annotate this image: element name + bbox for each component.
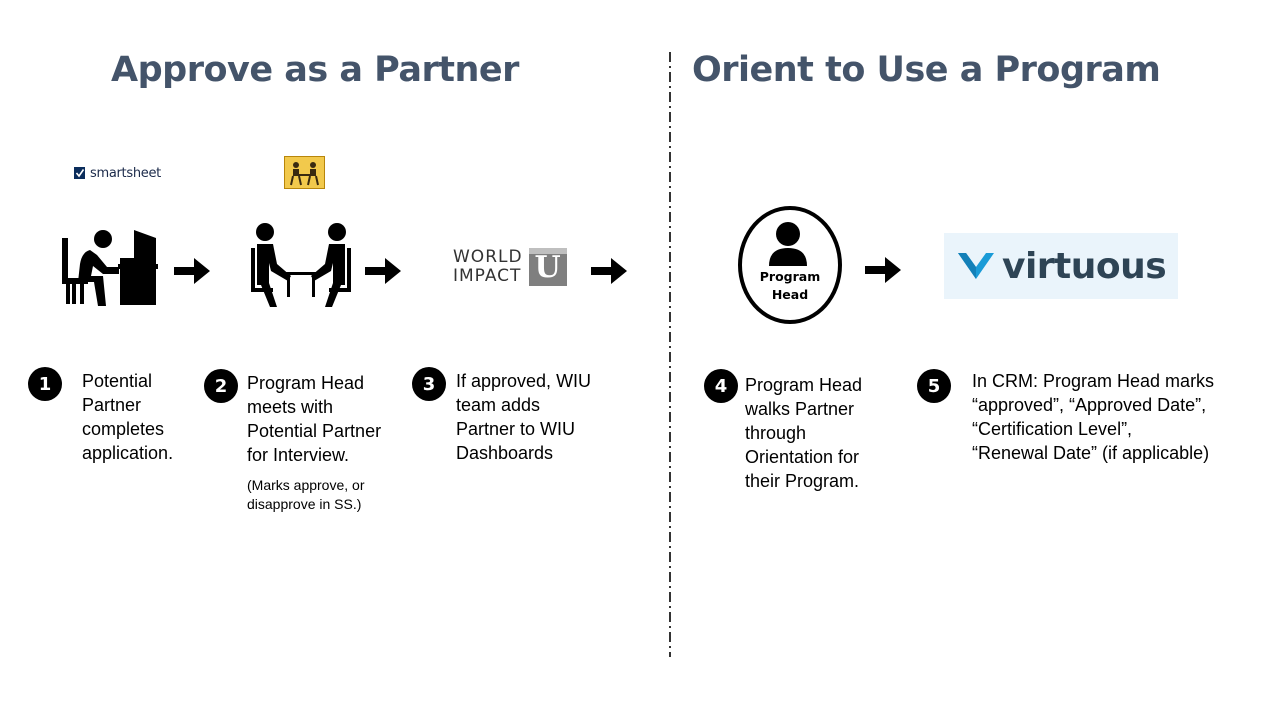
- world-impact-line2: IMPACT: [453, 266, 522, 286]
- step-3-line: If approved, WIU: [456, 371, 592, 391]
- step-4-line: walks Partner: [745, 399, 855, 419]
- step-2-note: (Marks approve, or disapprove in SS.): [247, 476, 364, 514]
- program-head-label: Program Head: [738, 268, 842, 304]
- right-section-heading: Orient to Use a Program: [692, 50, 1161, 90]
- step-number-1: 1: [28, 367, 62, 401]
- step-2-text: Program Head meets with Potential Partne…: [247, 371, 381, 467]
- world-impact-u-logo: WORLD IMPACT U: [453, 248, 567, 286]
- step-1-line: completes: [82, 419, 165, 439]
- step-4-line: through: [745, 423, 807, 443]
- person-silhouette-icon: [769, 222, 807, 266]
- step-3-line: Dashboards: [456, 443, 554, 463]
- world-impact-line1: WORLD: [453, 247, 523, 267]
- virtuous-logo: virtuous: [944, 233, 1178, 299]
- program-head-icon: [738, 206, 842, 324]
- step-4-line: Program Head: [745, 375, 863, 395]
- arrow-right-icon: [174, 258, 210, 284]
- step-2-line: meets with: [247, 397, 334, 417]
- step-4-line: their Program.: [745, 471, 860, 491]
- left-section-heading: Approve as a Partner: [111, 50, 519, 90]
- step-5-line: In CRM: Program Head marks: [972, 371, 1215, 391]
- person-at-computer-icon: [62, 230, 158, 306]
- step-2-note-line: disapprove in SS.): [247, 496, 362, 512]
- step-number-2: 2: [204, 369, 238, 403]
- program-head-label-line1: Program: [759, 269, 821, 284]
- step-2-line: Program Head: [247, 373, 365, 393]
- section-divider: [669, 52, 671, 657]
- world-impact-u-badge: U: [528, 248, 567, 286]
- meeting-clipart-icon: [284, 156, 325, 189]
- step-1-line: Partner: [82, 395, 142, 415]
- step-5-line: “Certification Level”,: [972, 419, 1133, 439]
- step-4-text: Program Head walks Partner through Orien…: [745, 373, 862, 493]
- step-3-line: Partner to WIU: [456, 419, 576, 439]
- arrow-right-icon: [865, 257, 901, 283]
- step-number-3: 3: [412, 367, 446, 401]
- step-4-line: Orientation for: [745, 447, 860, 467]
- world-impact-u-letter: U: [534, 249, 561, 285]
- arrow-right-icon: [365, 258, 401, 284]
- step-1-line: Potential: [82, 371, 153, 391]
- step-number-5: 5: [917, 369, 951, 403]
- program-head-label-line2: Head: [771, 287, 809, 302]
- step-2-note-line: (Marks approve, or: [247, 477, 365, 493]
- step-3-line: team adds: [456, 395, 541, 415]
- step-5-line: “approved”, “Approved Date”,: [972, 395, 1207, 415]
- step-3-text: If approved, WIU team adds Partner to WI…: [456, 369, 591, 465]
- step-1-line: application.: [82, 443, 174, 463]
- smartsheet-icon: [74, 167, 85, 179]
- smartsheet-logo: smartsheet: [74, 166, 161, 181]
- step-5-line: “Renewal Date” (if applicable): [972, 443, 1210, 463]
- step-5-text: In CRM: Program Head marks “approved”, “…: [972, 369, 1214, 465]
- interview-icon: [251, 223, 351, 307]
- step-2-line: Potential Partner: [247, 421, 382, 441]
- smartsheet-wordmark: smartsheet: [90, 166, 161, 181]
- step-number-4: 4: [704, 369, 738, 403]
- step-2-line: for Interview.: [247, 445, 350, 465]
- arrow-right-icon: [591, 258, 627, 284]
- step-1-text: Potential Partner completes application.: [82, 369, 173, 465]
- virtuous-mark-icon: [958, 253, 994, 279]
- virtuous-wordmark: virtuous: [1002, 245, 1167, 287]
